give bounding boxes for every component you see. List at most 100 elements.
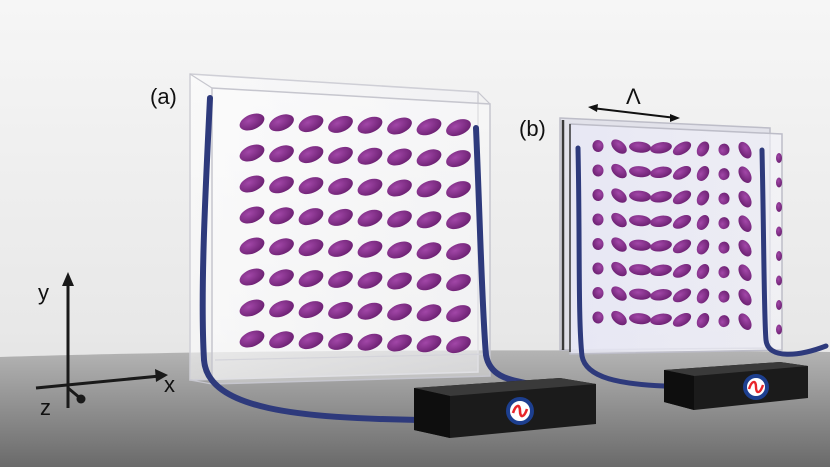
lc-molecule	[696, 239, 710, 255]
panel-label-b: (b)	[519, 116, 546, 141]
lc-molecule	[629, 141, 651, 153]
lc-molecule	[387, 241, 412, 259]
lc-molecule	[416, 273, 442, 291]
lc-molecule	[738, 313, 752, 330]
lc-molecule	[592, 238, 604, 250]
lc-molecule	[239, 299, 265, 317]
lc-molecule	[718, 266, 730, 279]
lc-molecule	[446, 305, 471, 323]
lc-molecule	[738, 190, 752, 208]
lc-molecule	[776, 153, 782, 163]
lc-molecule	[328, 332, 353, 350]
lc-molecule	[298, 301, 324, 319]
lc-molecule	[629, 264, 651, 276]
molecule-grid-b	[592, 139, 782, 335]
lc-molecule	[328, 115, 353, 133]
lc-molecule	[738, 141, 752, 159]
lc-molecule	[672, 141, 692, 156]
lc-molecule	[328, 301, 353, 319]
cable-a-left	[199, 95, 423, 423]
lc-molecule	[696, 190, 710, 206]
lc-molecule	[738, 288, 752, 306]
lc-molecule	[718, 168, 730, 181]
lc-molecule	[718, 315, 730, 328]
lc-molecule	[650, 142, 672, 154]
period-label: Λ	[626, 84, 641, 109]
lc-molecule	[416, 211, 442, 229]
lc-molecule	[738, 215, 752, 232]
lc-molecule	[298, 239, 324, 257]
lc-molecule	[387, 272, 412, 290]
lc-molecule	[718, 217, 730, 230]
lc-molecule	[446, 150, 471, 168]
lc-molecule	[239, 268, 265, 286]
lc-molecule	[592, 189, 604, 201]
lc-molecule	[776, 300, 782, 310]
lc-molecule	[387, 117, 412, 135]
lc-molecule	[239, 237, 265, 255]
lc-molecule	[672, 288, 692, 303]
lc-molecule	[611, 237, 627, 252]
lc-molecule	[696, 264, 710, 279]
lc-molecule	[776, 177, 782, 188]
lc-molecule	[298, 115, 324, 133]
lc-molecule	[298, 146, 324, 164]
lc-molecule	[239, 144, 265, 162]
lc-molecule	[298, 332, 324, 350]
lc-molecule	[776, 324, 782, 335]
lc-molecule	[592, 213, 604, 226]
cables	[199, 95, 829, 423]
lc-molecule	[269, 176, 294, 194]
lc-molecule	[387, 148, 412, 166]
lc-molecule	[446, 212, 471, 230]
lc-molecule	[650, 191, 672, 203]
lc-molecule	[696, 141, 710, 157]
lc-molecule	[629, 239, 651, 251]
molecule-grid-a	[239, 113, 471, 354]
lc-molecule	[696, 166, 710, 181]
coordinate-axes: y x z	[35, 272, 175, 420]
lc-molecule	[611, 212, 627, 228]
lc-molecule	[738, 239, 752, 257]
lc-molecule	[239, 175, 265, 193]
ac-power-icon	[506, 397, 534, 425]
lc-molecule	[298, 208, 324, 226]
lc-molecule	[650, 264, 672, 277]
lc-molecule	[328, 177, 353, 195]
lc-molecule	[269, 145, 294, 163]
lc-molecule	[738, 166, 752, 183]
lc-molecule	[357, 178, 383, 196]
lc-molecule	[446, 336, 471, 354]
lc-molecule	[357, 302, 383, 320]
lc-molecule	[239, 113, 265, 131]
lc-molecule	[298, 177, 324, 195]
lc-molecule	[239, 330, 265, 348]
lc-molecule	[718, 290, 730, 303]
lc-molecule	[611, 286, 627, 301]
lc-molecule	[269, 269, 294, 287]
lc-molecule	[611, 261, 627, 277]
lc-molecule	[672, 190, 692, 205]
lc-molecule	[592, 287, 604, 299]
lc-molecule	[357, 209, 383, 227]
lc-molecule	[650, 240, 672, 252]
lc-molecule	[592, 262, 604, 275]
axis-label-z: z	[40, 395, 51, 420]
lc-molecule	[776, 202, 782, 212]
lc-molecule	[718, 143, 730, 156]
lc-molecule	[446, 181, 471, 199]
lc-molecule	[387, 210, 412, 228]
lc-molecule	[387, 179, 412, 197]
lc-molecule	[298, 270, 324, 288]
lc-molecule	[357, 116, 383, 134]
lc-molecule	[696, 215, 710, 230]
lc-molecule	[269, 238, 294, 256]
lc-molecule	[269, 300, 294, 318]
period-arrow: Λ	[588, 84, 680, 122]
lc-molecule	[776, 251, 782, 261]
lc-molecule	[387, 334, 412, 352]
cable-b-right	[759, 147, 829, 357]
lc-molecule	[611, 188, 627, 203]
lc-molecule	[592, 140, 604, 152]
